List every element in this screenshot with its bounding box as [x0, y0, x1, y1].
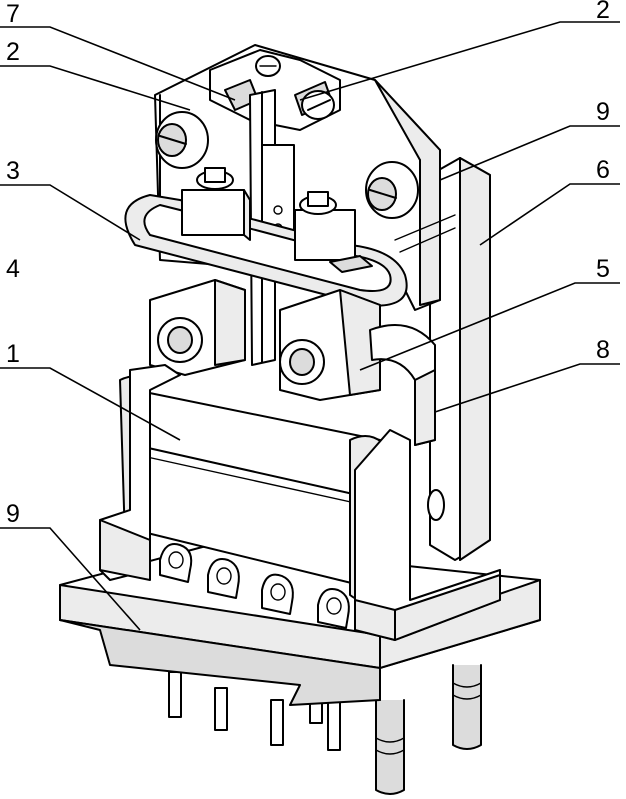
part-labels: 7 2 3 4 1 9 2 9 6 5 8 [6, 0, 610, 528]
armature-arm [369, 324, 436, 446]
terminal-lugs [159, 543, 350, 629]
label-1: 1 [6, 340, 20, 368]
label-7: 7 [6, 0, 20, 28]
pin [168, 671, 182, 718]
label-6: 6 [596, 156, 610, 184]
bobbin-left [99, 364, 181, 581]
label-5: 5 [596, 255, 610, 283]
bobbin-right [354, 429, 501, 641]
pin-large [375, 699, 405, 795]
label-2-left: 2 [6, 38, 20, 66]
frame-right [427, 157, 491, 561]
label-9-right: 9 [596, 98, 610, 126]
oval-yoke [124, 167, 408, 307]
label-9-left: 9 [6, 500, 20, 528]
label-2-right: 2 [596, 0, 610, 24]
pin [327, 699, 341, 751]
label-3: 3 [6, 157, 20, 185]
pin-large [452, 664, 482, 750]
contact-blocks-lower [149, 279, 381, 401]
screws-upper [155, 90, 419, 219]
label-8: 8 [596, 336, 610, 364]
pin [270, 699, 284, 746]
leader-lines [0, 21, 620, 631]
pin [214, 687, 228, 731]
label-4: 4 [6, 255, 20, 283]
